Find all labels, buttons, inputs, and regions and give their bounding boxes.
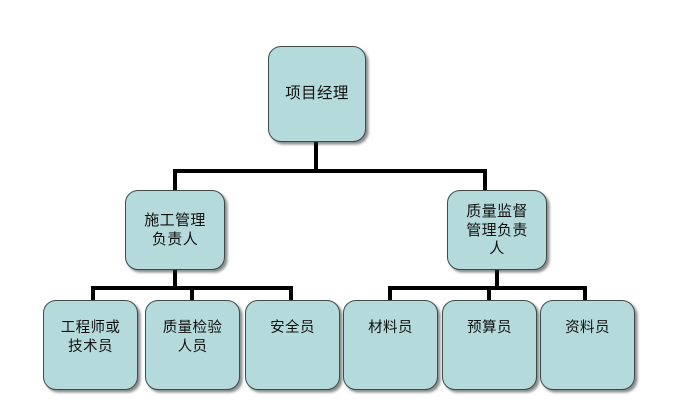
org-node-document-clerk[interactable]: 资料员 <box>540 300 635 390</box>
org-node-construction-management[interactable]: 施工管理 负责人 <box>125 190 225 270</box>
connector-drop-leaf-1 <box>91 286 95 302</box>
org-node-construction-management-label: 施工管理 负责人 <box>144 210 206 248</box>
org-node-material-clerk[interactable]: 材料员 <box>343 300 438 390</box>
org-node-budget-officer-label: 预算员 <box>467 320 512 336</box>
connector-root-stem <box>314 142 318 173</box>
org-node-quality-supervision-label: 质量监督 管理负责 人 <box>466 201 528 258</box>
org-node-root[interactable]: 项目经理 <box>268 46 366 142</box>
org-node-engineer-technician[interactable]: 工程师或 技术员 <box>43 300 138 390</box>
org-node-document-clerk-label: 资料员 <box>565 320 610 336</box>
connector-drop-leaf-5 <box>487 286 491 302</box>
org-node-safety-officer-label: 安全员 <box>270 320 315 336</box>
connector-stem-mid-left <box>173 270 177 288</box>
org-node-engineer-technician-label: 工程师或 技术员 <box>60 320 121 355</box>
connector-drop-leaf-4 <box>388 286 392 302</box>
org-node-quality-inspector[interactable]: 质量检验 人员 <box>145 300 240 390</box>
org-node-safety-officer[interactable]: 安全员 <box>245 300 340 390</box>
org-node-material-clerk-label: 材料员 <box>368 320 413 336</box>
connector-stem-mid-right <box>495 270 499 288</box>
org-node-quality-inspector-label: 质量检验 人员 <box>162 320 223 355</box>
org-node-quality-supervision[interactable]: 质量监督 管理负责 人 <box>447 190 547 270</box>
connector-drop-leaf-2 <box>190 286 194 302</box>
connector-drop-leaf-3 <box>289 286 293 302</box>
connector-drop-mid-left <box>173 169 177 192</box>
connector-mid-bus <box>173 169 487 173</box>
org-node-budget-officer[interactable]: 预算员 <box>442 300 537 390</box>
connector-drop-leaf-6 <box>583 286 587 302</box>
connector-drop-mid-right <box>483 169 487 192</box>
org-node-root-label: 项目经理 <box>285 84 349 103</box>
